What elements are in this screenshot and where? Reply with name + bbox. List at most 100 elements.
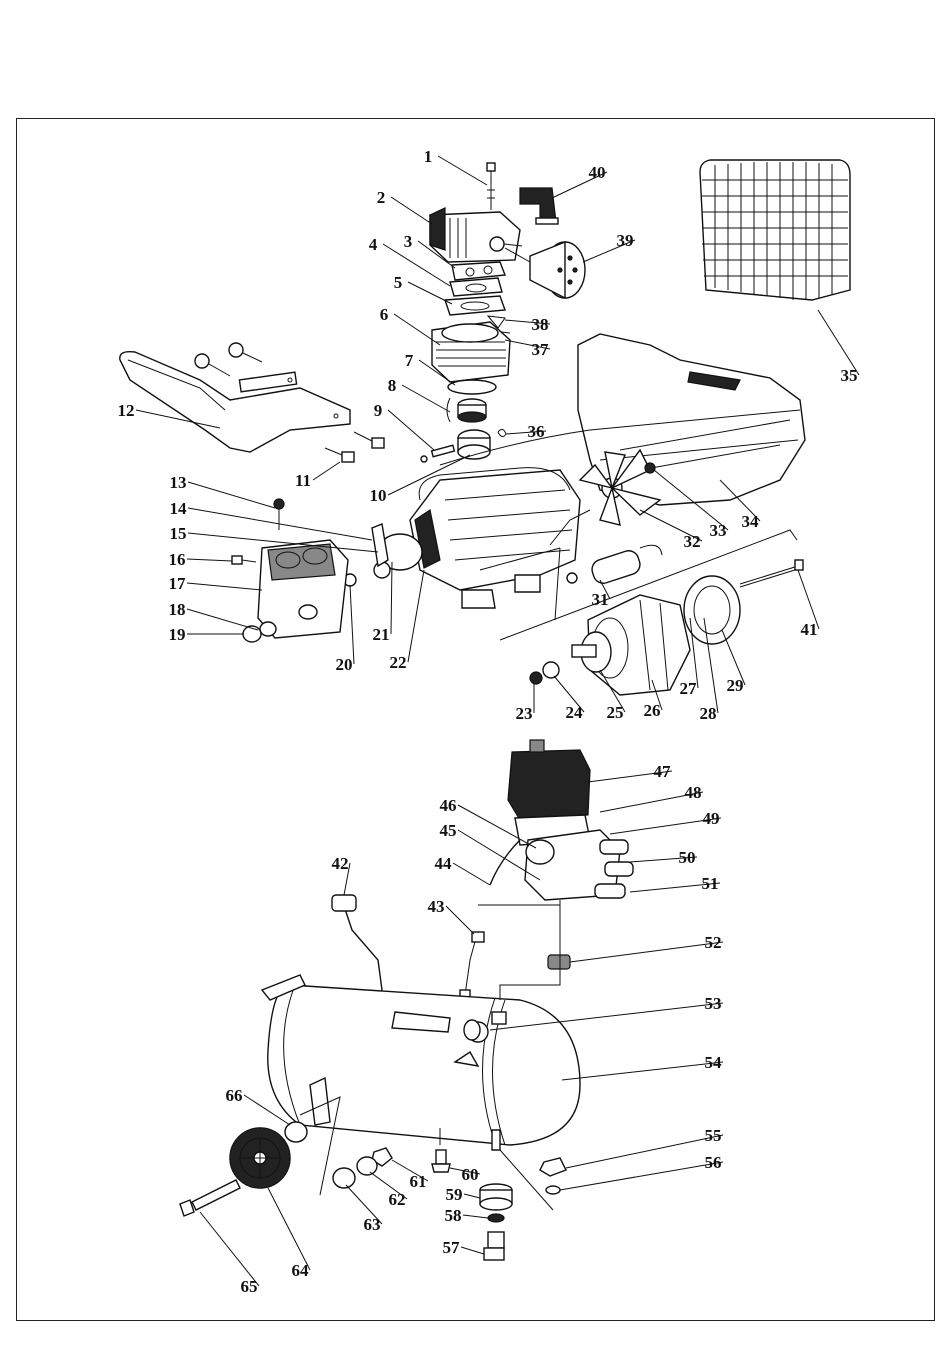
sight-glass-seal bbox=[260, 622, 276, 636]
part-number-4: 4 bbox=[369, 235, 378, 254]
part-number-43: 43 bbox=[428, 897, 445, 916]
leader-line-52 bbox=[570, 942, 723, 962]
leader-line-56 bbox=[560, 1162, 723, 1190]
axle-bolt bbox=[180, 1180, 240, 1216]
cylinder bbox=[432, 322, 510, 382]
leader-line-64 bbox=[268, 1188, 310, 1270]
leader-line-1 bbox=[438, 156, 487, 185]
part-number-19: 19 bbox=[169, 625, 186, 644]
part-number-5: 5 bbox=[394, 273, 403, 292]
part-number-20: 20 bbox=[336, 655, 353, 674]
part-number-32: 32 bbox=[684, 532, 701, 551]
part-number-37: 37 bbox=[532, 340, 550, 359]
leader-line-5 bbox=[408, 282, 452, 304]
part-number-29: 29 bbox=[727, 676, 744, 695]
part-number-3: 3 bbox=[404, 232, 413, 251]
piston bbox=[458, 399, 486, 422]
piston-seal bbox=[448, 380, 496, 394]
leader-line-43 bbox=[446, 906, 474, 934]
part-number-8: 8 bbox=[388, 376, 397, 395]
leader-line-58 bbox=[463, 1215, 488, 1218]
part-number-49: 49 bbox=[703, 809, 720, 828]
leader-line-8 bbox=[402, 385, 450, 412]
carry-handle bbox=[120, 352, 350, 452]
motor-end-shield bbox=[684, 576, 740, 644]
elbow-fitting bbox=[520, 188, 558, 224]
part-number-60: 60 bbox=[462, 1165, 479, 1184]
part-number-10: 10 bbox=[370, 486, 387, 505]
part-number-55: 55 bbox=[705, 1126, 722, 1145]
part-number-25: 25 bbox=[607, 703, 624, 722]
part-number-14: 14 bbox=[170, 499, 188, 518]
leader-line-22 bbox=[408, 570, 424, 662]
part-number-58: 58 bbox=[445, 1206, 462, 1225]
part-number-28: 28 bbox=[700, 704, 717, 723]
part-number-52: 52 bbox=[705, 933, 722, 952]
part-number-47: 47 bbox=[654, 762, 672, 781]
foot-bolt-washer bbox=[488, 1214, 504, 1222]
part-number-7: 7 bbox=[405, 351, 414, 370]
part-number-65: 65 bbox=[241, 1277, 258, 1296]
oil-dipstick bbox=[274, 499, 284, 530]
part-number-62: 62 bbox=[389, 1190, 406, 1209]
cylinder-head bbox=[430, 208, 522, 262]
part-number-35: 35 bbox=[841, 366, 858, 385]
manifold bbox=[525, 830, 633, 900]
part-number-33: 33 bbox=[710, 521, 727, 540]
part-number-56: 56 bbox=[705, 1153, 722, 1172]
motor-rotor bbox=[572, 632, 611, 672]
leader-line-20 bbox=[350, 585, 354, 664]
check-valve bbox=[548, 955, 570, 969]
leader-line-2 bbox=[391, 197, 432, 224]
rubber-foot bbox=[480, 1184, 512, 1210]
part-number-42: 42 bbox=[332, 854, 349, 873]
part-number-53: 53 bbox=[705, 994, 722, 1013]
part-number-59: 59 bbox=[446, 1185, 463, 1204]
part-number-18: 18 bbox=[169, 600, 186, 619]
leader-line-16 bbox=[187, 559, 232, 561]
part-number-26: 26 bbox=[644, 701, 661, 720]
part-number-51: 51 bbox=[702, 874, 719, 893]
part-number-39: 39 bbox=[617, 231, 634, 250]
part-number-17: 17 bbox=[169, 574, 187, 593]
cover-screw bbox=[232, 556, 256, 564]
part-number-46: 46 bbox=[440, 796, 457, 815]
part-number-27: 27 bbox=[680, 679, 698, 698]
leader-line-55 bbox=[566, 1135, 723, 1168]
part-number-54: 54 bbox=[705, 1053, 723, 1072]
safety-valve bbox=[464, 1020, 480, 1040]
crank-arm bbox=[372, 524, 388, 566]
part-number-44: 44 bbox=[435, 854, 453, 873]
unloader-tube bbox=[460, 932, 484, 998]
foot-bolt bbox=[484, 1232, 504, 1260]
foot-nut bbox=[540, 1158, 566, 1176]
wheel-spacer bbox=[333, 1168, 355, 1188]
part-number-13: 13 bbox=[170, 473, 187, 492]
rotor-clip bbox=[530, 672, 542, 684]
part-number-31: 31 bbox=[592, 590, 609, 609]
part-number-2: 2 bbox=[377, 188, 386, 207]
part-number-36: 36 bbox=[528, 422, 545, 441]
leader-line-13 bbox=[188, 482, 275, 508]
wheel bbox=[230, 1128, 290, 1188]
leader-line-14 bbox=[188, 508, 372, 540]
piston-pin bbox=[432, 445, 455, 456]
leader-line-44 bbox=[453, 863, 490, 885]
part-number-40: 40 bbox=[589, 163, 606, 182]
wheel-washer bbox=[357, 1157, 377, 1175]
head-bolt bbox=[487, 163, 495, 210]
air-tank bbox=[262, 975, 580, 1150]
part-number-61: 61 bbox=[410, 1172, 427, 1191]
part-number-57: 57 bbox=[443, 1238, 461, 1257]
part-number-34: 34 bbox=[742, 512, 760, 531]
wheel-bushing bbox=[285, 1122, 307, 1142]
capacitor bbox=[567, 545, 662, 586]
tie-rod bbox=[740, 560, 803, 587]
unloader-hose bbox=[490, 840, 520, 885]
part-number-66: 66 bbox=[226, 1086, 243, 1105]
part-number-22: 22 bbox=[390, 653, 407, 672]
part-number-41: 41 bbox=[801, 620, 818, 639]
valve-plate bbox=[452, 262, 505, 280]
part-number-50: 50 bbox=[679, 848, 696, 867]
